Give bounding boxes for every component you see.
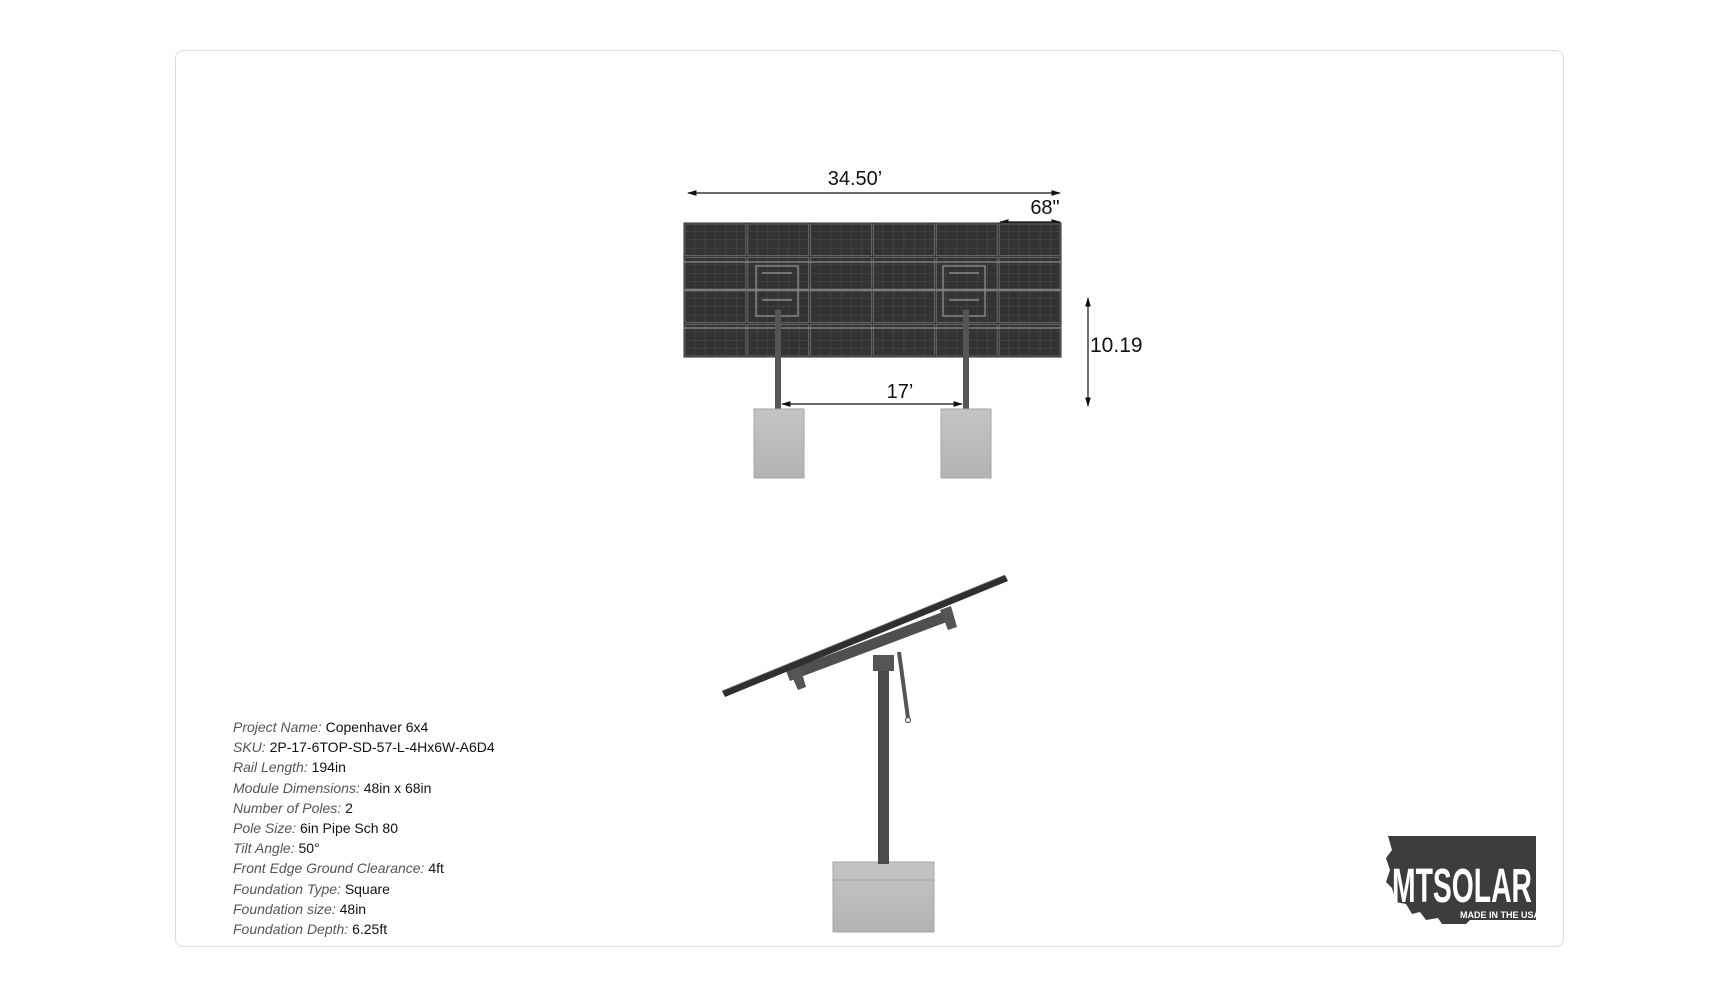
module-width-label: 68" bbox=[1030, 197, 1059, 219]
foundation-left bbox=[753, 408, 805, 479]
spec-label: Foundation Type: bbox=[233, 880, 341, 897]
panel-array bbox=[683, 222, 1062, 358]
spec-row: Front Edge Ground Clearance: 4ft bbox=[233, 858, 495, 878]
front-view: 34.50’ 68" 17’ 10.19 bbox=[683, 168, 1143, 479]
spec-row: Pole Size: 6in Pipe Sch 80 bbox=[233, 818, 495, 838]
spec-label: Front Edge Ground Clearance: bbox=[233, 860, 425, 877]
spec-label: Number of Poles: bbox=[233, 799, 342, 816]
spec-label: Pole Size: bbox=[233, 820, 297, 837]
spec-value: 50° bbox=[298, 840, 320, 857]
spec-label: Module Dimensions: bbox=[233, 779, 360, 796]
spec-value: 48in bbox=[339, 900, 367, 917]
spec-row: Rail Length: 194in bbox=[233, 757, 495, 777]
overall-width-label: 34.50’ bbox=[828, 168, 883, 190]
logo-brand-text: MTSOLAR bbox=[1392, 860, 1532, 913]
spec-value: 4ft bbox=[428, 860, 444, 877]
spec-row: Number of Poles: 2 bbox=[233, 798, 495, 818]
spec-row: Module Dimensions: 48in x 68in bbox=[233, 778, 495, 798]
spec-value: 2P-17-6TOP-SD-57-L-4Hx6W-A6D4 bbox=[269, 739, 495, 756]
side-post bbox=[878, 664, 889, 864]
spec-value: 48in x 68in bbox=[363, 779, 432, 796]
spec-row: Project Name: Copenhaver 6x4 bbox=[233, 717, 495, 737]
spec-value: 194in bbox=[311, 759, 346, 776]
actuator-arm bbox=[897, 651, 910, 719]
pole-spacing-label: 17’ bbox=[887, 381, 914, 403]
pole-left bbox=[775, 310, 781, 410]
spec-label: Project Name: bbox=[233, 719, 322, 735]
spec-value: Copenhaver 6x4 bbox=[325, 719, 429, 735]
spec-label: Foundation size: bbox=[233, 900, 336, 917]
side-foundation bbox=[832, 861, 935, 933]
mtsolar-logo: MTSOLAR MADE IN THE USA bbox=[1382, 832, 1542, 928]
height-label: 10.19 bbox=[1090, 334, 1143, 357]
spec-value: Square bbox=[344, 880, 390, 897]
spec-row: Foundation Type: Square bbox=[233, 879, 495, 899]
spec-value: 6in Pipe Sch 80 bbox=[299, 820, 399, 837]
spec-label: Foundation Depth: bbox=[233, 921, 349, 938]
spec-row: Tilt Angle: 50° bbox=[233, 838, 495, 858]
spec-value: 6.25ft bbox=[352, 921, 388, 938]
spec-label: SKU: bbox=[233, 739, 266, 756]
spec-label: Tilt Angle: bbox=[233, 840, 295, 857]
side-panel-plane bbox=[722, 575, 1008, 697]
logo-tagline: MADE IN THE USA bbox=[1460, 910, 1541, 920]
spec-row: Foundation size: 48in bbox=[233, 899, 495, 919]
side-view bbox=[721, 574, 1008, 933]
foundation-right bbox=[940, 408, 992, 479]
spec-label: Rail Length: bbox=[233, 759, 308, 776]
spec-value: 2 bbox=[345, 799, 353, 816]
spec-row: SKU: 2P-17-6TOP-SD-57-L-4Hx6W-A6D4 bbox=[233, 737, 495, 757]
side-crossbeam bbox=[786, 610, 952, 681]
montana-shape-icon bbox=[1386, 836, 1536, 924]
spec-row: Foundation Depth: 6.25ft bbox=[233, 919, 495, 939]
drawing-sheet bbox=[175, 50, 1564, 947]
pole-right bbox=[963, 310, 969, 410]
